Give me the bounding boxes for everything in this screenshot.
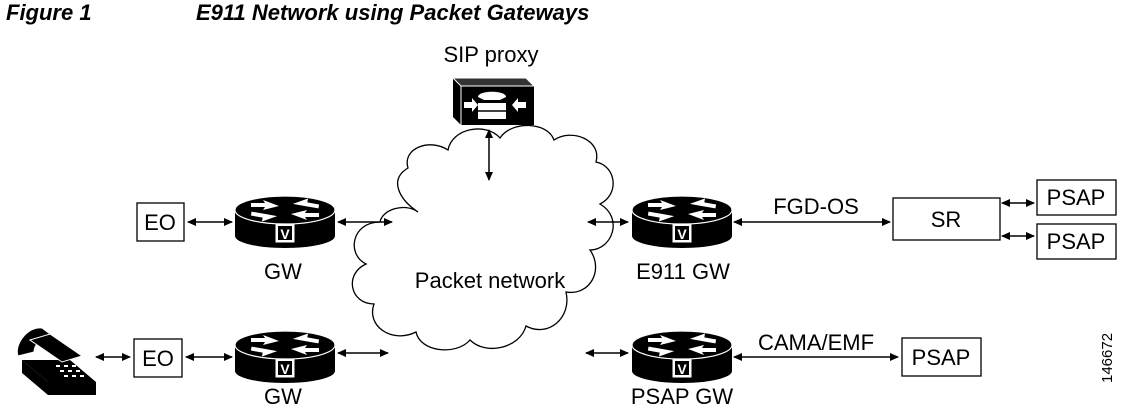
sip-proxy-label: SIP proxy [444,42,539,67]
cama-emf-label: CAMA/EMF [758,330,874,355]
cloud-label: Packet network [415,268,566,293]
router-icon-gw-bottom [234,330,336,384]
gw-label-top: GW [264,259,302,284]
eo-box-bottom [133,338,183,378]
eo-label-bottom: EO [142,346,174,371]
sip-proxy-icon [451,77,536,125]
psap-gw-label: PSAP GW [631,384,734,409]
router-icon-psap-gw [631,330,733,384]
psap-box-3 [901,337,982,377]
psap-label-1: PSAP [1047,185,1106,210]
eo-box-top [136,202,185,242]
psap-label-3: PSAP [912,345,971,370]
sr-box [892,197,1001,241]
figure-label: Figure 1 [6,0,92,25]
router-icon-gw-top [234,195,336,249]
e911-gw-label: E911 GW [636,259,730,284]
gw-label-bottom: GW [264,384,302,409]
psap-box-2 [1036,223,1117,260]
packet-network-cloud [351,124,614,351]
psap-box-1 [1036,179,1117,216]
psap-label-2: PSAP [1047,229,1106,254]
figure-title: E911 Network using Packet Gateways [196,0,590,25]
eo-label-top: EO [144,210,176,235]
telephone-icon [16,327,96,395]
sr-label: SR [931,207,962,232]
figure-id: 146672 [1099,333,1116,383]
router-icon-e911-gw [631,195,733,249]
fgd-os-label: FGD-OS [773,194,859,219]
